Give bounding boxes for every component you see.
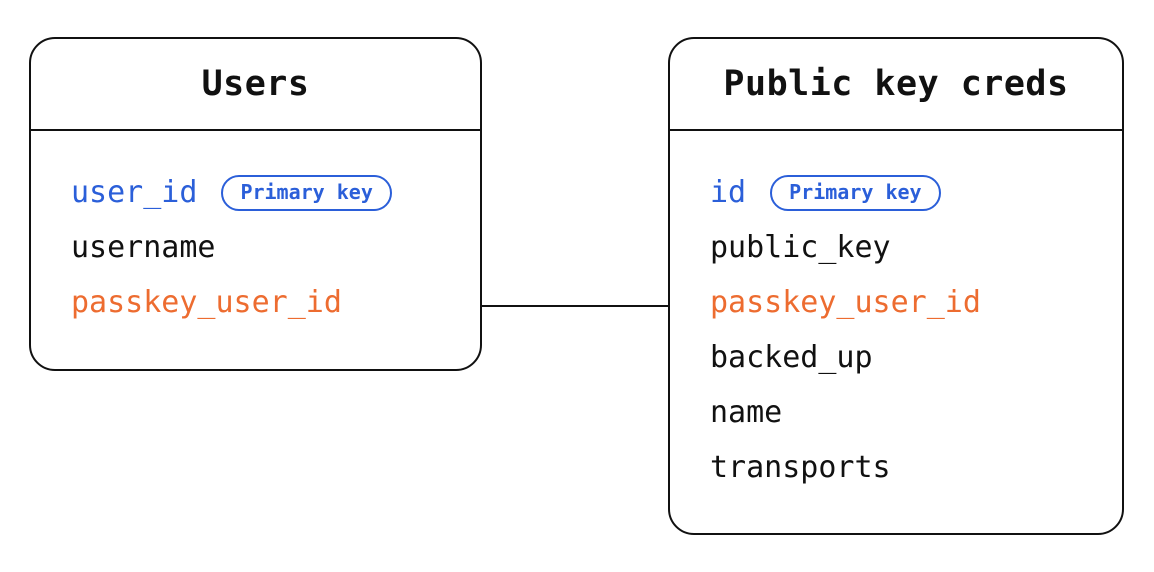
table-public-key-creds: Public key creds id Primary key public_key… bbox=[668, 37, 1124, 535]
field-row-passkey_user_id: passkey_user_id bbox=[710, 275, 1106, 330]
table-public-key-creds-title: Public key creds bbox=[670, 39, 1122, 131]
field-name: name bbox=[710, 395, 783, 430]
primary-key-badge: Primary key bbox=[770, 174, 941, 211]
field-name: backed_up bbox=[710, 340, 873, 375]
field-row-name: name bbox=[710, 385, 1106, 440]
field-name: id bbox=[710, 175, 747, 210]
field-row-backed_up: backed_up bbox=[710, 330, 1106, 385]
field-row-username: username bbox=[71, 220, 464, 275]
relation-line bbox=[482, 305, 668, 307]
field-name: public_key bbox=[710, 230, 891, 265]
field-name: username bbox=[71, 230, 216, 265]
table-users-title: Users bbox=[31, 39, 480, 131]
field-row-passkey_user_id: passkey_user_id bbox=[71, 275, 464, 330]
field-row-public_key: public_key bbox=[710, 220, 1106, 275]
field-row-id: id Primary key bbox=[710, 165, 1106, 220]
primary-key-badge: Primary key bbox=[221, 174, 392, 211]
field-name: passkey_user_id bbox=[710, 285, 981, 320]
field-row-transports: transports bbox=[710, 440, 1106, 495]
field-name: user_id bbox=[71, 175, 198, 210]
field-row-user_id: user_id Primary key bbox=[71, 165, 464, 220]
field-name: passkey_user_id bbox=[71, 285, 342, 320]
field-name: transports bbox=[710, 450, 891, 485]
